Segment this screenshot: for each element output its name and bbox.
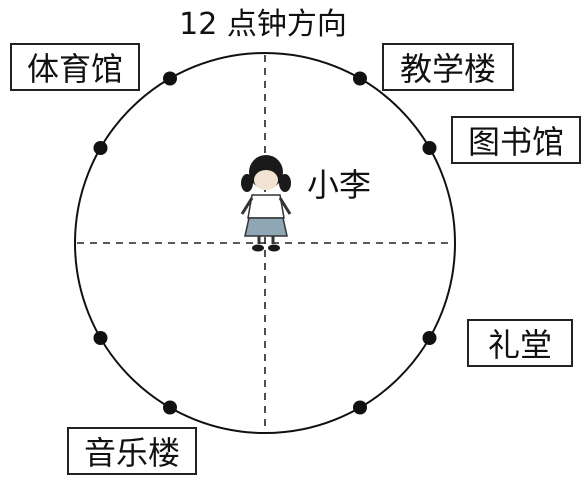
building-label-yinyuelou: 音乐楼 [67, 427, 197, 475]
svg-text:礼堂: 礼堂 [488, 326, 552, 364]
svg-text:体育馆: 体育馆 [27, 50, 123, 88]
dial-dot-5-oclock [353, 400, 367, 415]
dial-dot-7-oclock [163, 400, 177, 415]
building-label-tushuguan: 图书馆 [451, 116, 581, 164]
dial-dot-11-oclock [163, 71, 177, 86]
girl-figure [240, 155, 292, 252]
dial-dot-1-oclock [353, 71, 367, 86]
svg-text:音乐楼: 音乐楼 [84, 434, 180, 472]
building-label-tiyuguan: 体育馆 [10, 43, 140, 91]
center-label: 小李 [307, 166, 371, 204]
dial-dot-2-oclock [422, 141, 437, 155]
dial-dots [93, 71, 437, 415]
diagram-title: 12 点钟方向 [179, 7, 347, 42]
svg-text:图书馆: 图书馆 [468, 123, 564, 161]
dial-dot-4-oclock [422, 331, 437, 345]
building-label-jiaoxuelou: 教学楼 [382, 43, 514, 91]
svg-text:教学楼: 教学楼 [400, 50, 496, 88]
dial-dot-8-oclock [93, 331, 108, 345]
dial-circle [74, 52, 456, 434]
dial-dot-10-oclock [93, 141, 108, 155]
building-label-litang: 礼堂 [467, 319, 573, 367]
